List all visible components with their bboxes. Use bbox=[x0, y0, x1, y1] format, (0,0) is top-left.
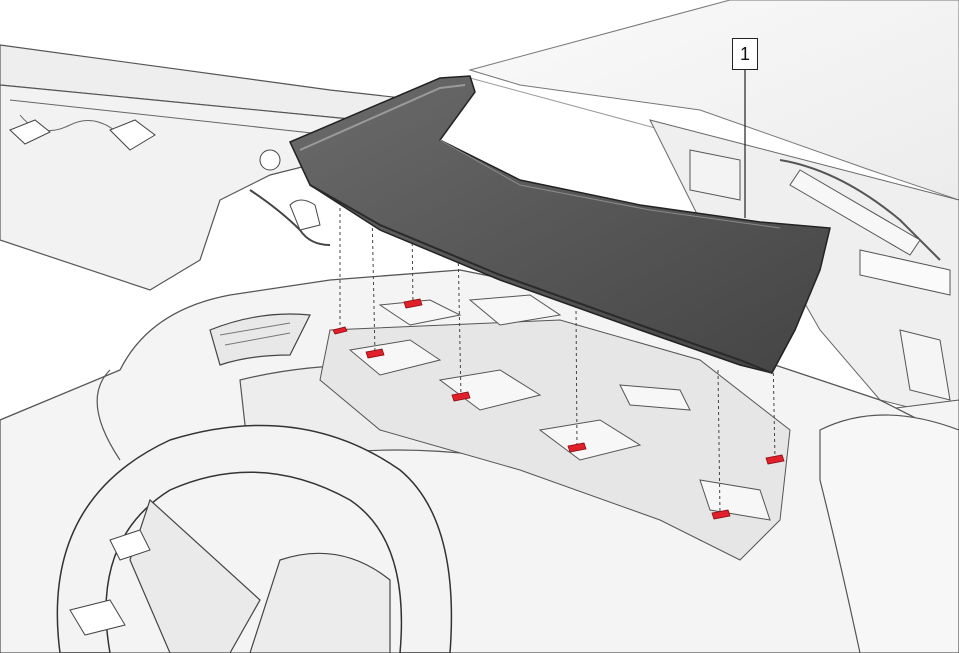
clip bbox=[567, 442, 587, 453]
clip bbox=[365, 348, 385, 359]
steering-wheel bbox=[56, 369, 453, 653]
clip bbox=[451, 391, 471, 402]
dash-top-panel bbox=[288, 75, 831, 374]
clip bbox=[765, 454, 785, 465]
retaining-clips bbox=[332, 298, 785, 520]
clip bbox=[711, 509, 731, 520]
instrument-panel bbox=[0, 269, 959, 653]
a-pillar-left bbox=[0, 44, 462, 291]
callout-label-1: 1 bbox=[732, 38, 758, 70]
install-guide-lines bbox=[339, 190, 776, 516]
clip bbox=[403, 298, 423, 309]
clip bbox=[332, 326, 348, 335]
